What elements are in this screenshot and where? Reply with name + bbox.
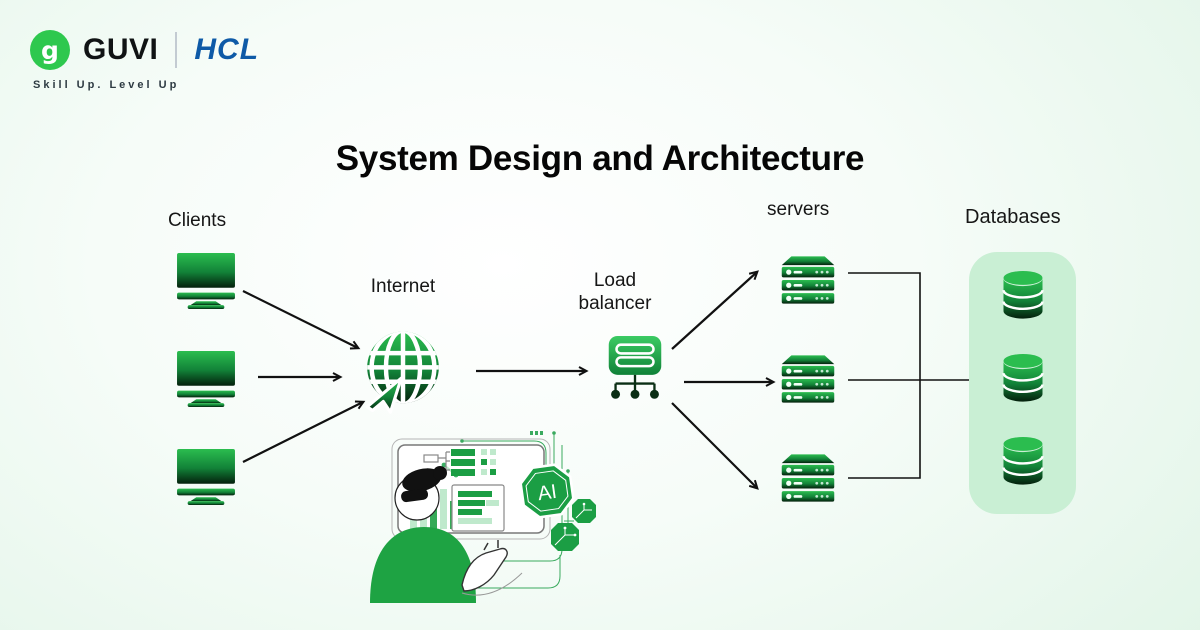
arrow-client3-internet [242, 400, 366, 463]
server-rack-icon [780, 353, 836, 405]
brand-tagline: Skill Up. Level Up [33, 79, 180, 91]
servers-group [780, 254, 836, 504]
svg-text:g: g [41, 36, 59, 65]
database-icon [997, 433, 1049, 489]
brand-guvi: GUVI [83, 33, 159, 66]
monitor-icon [175, 449, 237, 505]
server-rack-icon [780, 254, 836, 306]
arrow-client1-internet [242, 290, 361, 350]
load-balancer-icon [600, 334, 670, 404]
internet-label: Internet [370, 276, 436, 297]
desk-curve [461, 572, 523, 596]
motion-marks [483, 540, 499, 551]
mini-report-card-icon [451, 484, 505, 532]
person-illustration [370, 466, 523, 603]
clients-label: Clients [168, 210, 227, 231]
arrow-lb-server3 [671, 402, 759, 490]
databases-panel [969, 252, 1076, 514]
database-icon [997, 267, 1049, 323]
circuit-chip-icon [572, 499, 596, 523]
circuit-chip-icon-2 [551, 523, 579, 551]
clients-group [175, 253, 237, 505]
logo-divider [175, 32, 178, 68]
database-icon [997, 350, 1049, 406]
hair-bun [433, 466, 447, 480]
guvi-logo-icon: g [30, 30, 70, 70]
hair [402, 468, 442, 492]
glasses [401, 488, 429, 503]
globe-icon [360, 328, 446, 414]
arrow-lb-server1 [671, 270, 759, 350]
load-balancer-label: Load balancer [578, 270, 652, 314]
server-rack-icon [780, 452, 836, 504]
server-db-bus [848, 272, 969, 479]
arm [461, 547, 508, 592]
monitor-icon [175, 253, 237, 309]
servers-label: servers [767, 199, 830, 220]
page-title: System Design and Architecture [335, 139, 865, 178]
databases-label: Databases [965, 206, 1061, 228]
ai-octagon-icon: AI [519, 463, 575, 519]
mini-flow-diagram-icon [423, 449, 496, 476]
svg-text:AI: AI [536, 481, 558, 505]
monitor-icon [175, 351, 237, 407]
header-logo-row: g GUVI HCL [30, 30, 259, 70]
ai-analytics-illustration: AI [370, 431, 596, 603]
brand-hcl: HCL [194, 33, 260, 66]
